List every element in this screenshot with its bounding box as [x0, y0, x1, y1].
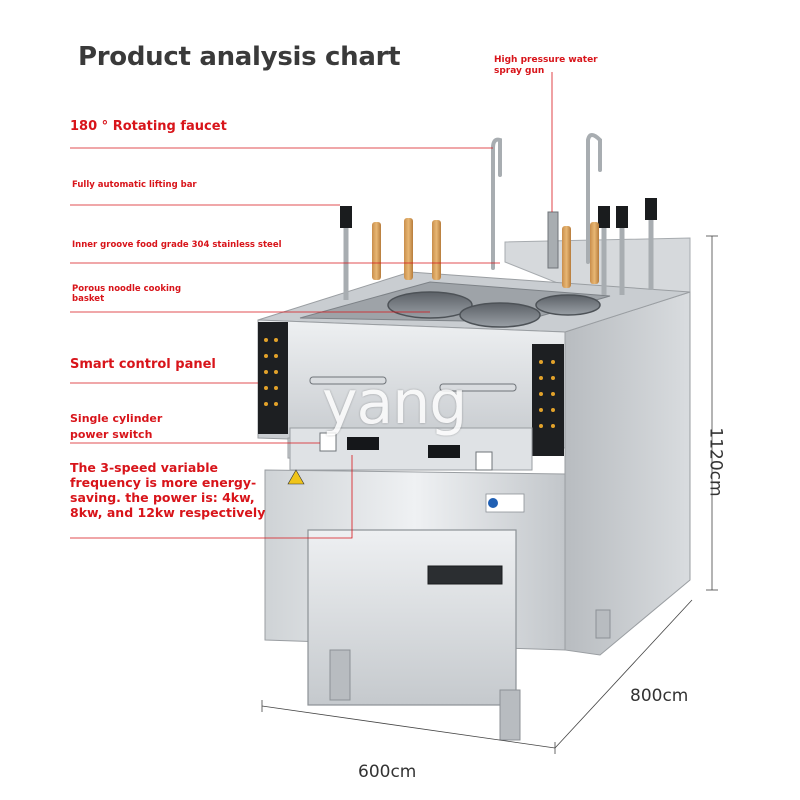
basket-handles: [372, 218, 599, 288]
control-panel-left: [258, 322, 288, 434]
page-title: Product analysis chart: [78, 42, 401, 72]
faucet-left: [491, 137, 502, 270]
faucet-right: [586, 133, 602, 264]
handle-right: [439, 383, 517, 392]
label-spray-gun: High pressure water spray gun: [494, 55, 598, 76]
display-left: [347, 437, 379, 450]
label-variable-frequency: The 3-speed variable frequency is more e…: [70, 460, 266, 520]
label-control-panel: Smart control panel: [70, 357, 216, 372]
dimension-height: 1120cm: [705, 427, 726, 497]
side-panel: [564, 291, 691, 656]
control-panel-right: [532, 344, 564, 456]
dimension-lines: [261, 235, 718, 754]
pot-1: [387, 291, 473, 319]
callout-lines: [70, 72, 553, 539]
leg-front-right: [499, 689, 521, 741]
handle-left: [309, 376, 387, 385]
label-inner-groove: Inner groove food grade 304 stainless st…: [72, 240, 282, 250]
pot-2: [459, 302, 541, 328]
leg-front-left: [329, 649, 351, 701]
power-switch-left: [319, 432, 337, 452]
label-rotating-faucet: 180 ° Rotating faucet: [70, 119, 227, 134]
pot-3: [535, 294, 601, 316]
leg-back-right: [595, 609, 611, 639]
label-lifting-bar: Fully automatic lifting bar: [72, 180, 197, 190]
spray-gun: [547, 211, 559, 269]
dimension-width: 600cm: [358, 762, 417, 782]
label-noodle-basket: Porous noodle cooking basket: [72, 284, 182, 305]
watermark: yang: [322, 368, 467, 438]
lifting-bars: [340, 198, 657, 300]
display-right: [428, 445, 460, 458]
label-power-switch: Single cylinder power switch: [70, 412, 163, 441]
power-switch-right: [475, 451, 493, 471]
door-handle: [427, 565, 503, 585]
dimension-depth: 800cm: [630, 686, 689, 706]
